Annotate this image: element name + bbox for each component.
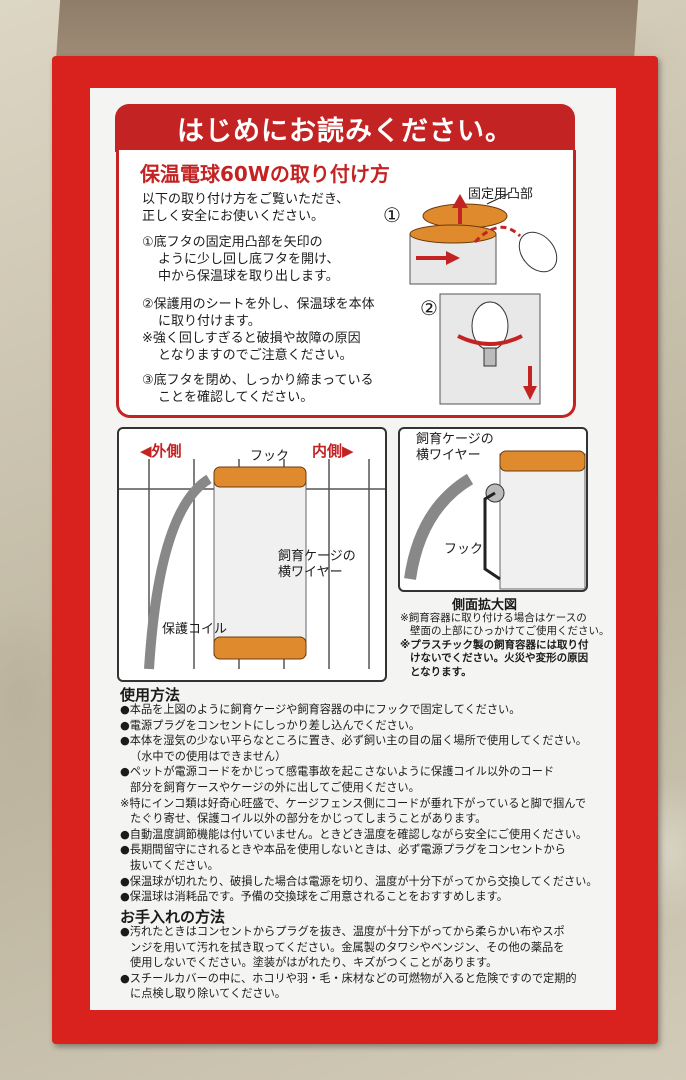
- side-view-notes: ※飼育容器に取り付ける場合はケースの 壁面の上部にひっかけてご使用ください。 ※…: [400, 612, 618, 679]
- usage-line: 部分を飼育ケースやケージの外に出してご使用ください。: [130, 780, 420, 794]
- diagram-number-2: ②: [420, 296, 438, 320]
- cage-wire-line: 横ワイヤー: [278, 565, 343, 580]
- intro-line: 正しく安全にお使いください。: [142, 209, 325, 224]
- usage-line: ●自動温度調節機能は付いていません。ときどき温度を確認しながら安全にご使用くださ…: [120, 827, 588, 841]
- side-wire-line: 横ワイヤー: [416, 448, 481, 463]
- step-line: ように少し回し底フタを開け、: [158, 252, 340, 267]
- bulb-install-diagram: [409, 193, 558, 405]
- usage-line: 抜いてください。: [130, 858, 219, 872]
- cage-wire-drawing: [119, 459, 385, 670]
- cage-wire-label: 飼育ケージの 横ワイヤー: [278, 549, 356, 581]
- usage-line: （水中での使用はできません）: [130, 749, 287, 763]
- side-wire-line: 飼育ケージの: [416, 432, 494, 447]
- usage-line: ●本品を上図のように飼育ケージや飼育容器の中にフックで固定してください。: [120, 703, 521, 716]
- care-line: 使用しないでください。塗装がはがれたり、キズがつくことがあります。: [130, 956, 498, 970]
- header-title: はじめにお読みください。: [177, 115, 513, 147]
- care-line: に点検し取り除いてください。: [130, 987, 286, 1001]
- diagram-number-1: ①: [383, 203, 401, 227]
- care-list: ●汚れたときはコンセントからプラグを抜き、温度が十分下がってから柔らかい布やスポ…: [120, 924, 606, 1002]
- step-line: ことを確認してください。: [158, 390, 314, 405]
- usage-line: ●保温球が切れたり、破損した場合は電源を切り、温度が十分下がってから交換してくだ…: [120, 874, 598, 888]
- hook-label: フック: [250, 449, 290, 464]
- box-flap: [55, 0, 639, 62]
- install-title: 保温電球60Wの取り付け方: [140, 162, 390, 186]
- step-line: 中から保温球を取り出します。: [158, 269, 339, 284]
- side-note-line: けないでください。火災や変形の原因: [410, 652, 589, 665]
- side-note-line: となります。: [410, 665, 472, 678]
- usage-line: ●ペットが電源コードをかじって感電事故を起こさないように保護コイル以外のコード: [120, 765, 555, 779]
- cage-wire-line: 飼育ケージの: [278, 549, 356, 564]
- caution-note: ※強く回しすぎると破損や故障の原因 となりますのでご注意ください。: [142, 330, 397, 364]
- usage-line: ●保温球は消耗品です。予備の交換球をご用意されることをおすすめします。: [120, 890, 508, 904]
- step-line: ③底フタを閉め、しっかり締まっている: [142, 373, 374, 388]
- care-title: お手入れの方法: [120, 908, 226, 926]
- step-line: ②保護用のシートを外し、保温球を本体: [142, 297, 375, 312]
- outside-label: ◀外側: [140, 442, 182, 460]
- side-note-line: ※プラスチック製の飼育容器には取り付: [400, 638, 589, 651]
- side-note-line: ※飼育容器に取り付ける場合はケースの: [400, 612, 587, 624]
- step-2: ②保護用のシートを外し、保温球を本体 に取り付けます。: [142, 296, 397, 330]
- usage-list: ●本品を上図のように飼育ケージや飼育容器の中にフックで固定してください。 ●電源…: [120, 702, 606, 905]
- side-hook-label: フック: [444, 542, 484, 557]
- side-note-line: 壁面の上部にひっかけてご使用ください。: [410, 625, 610, 638]
- step-line: ①底フタの固定用凸部を矢印の: [142, 235, 323, 250]
- care-line: ンジを用いて汚れを拭き取ってください。金属製のタワシやベンジン、その他の薬品を: [130, 940, 565, 954]
- step-3: ③底フタを閉め、しっかり締まっている ことを確認してください。: [142, 372, 397, 406]
- usage-line: ●電源プラグをコンセントにしっかり差し込んでください。: [120, 718, 421, 732]
- note-line: ※強く回しすぎると破損や故障の原因: [142, 331, 361, 346]
- care-line: ●汚れたときはコンセントからプラグを抜き、温度が十分下がってから柔らかい布やスポ: [120, 925, 565, 938]
- step-1: ①底フタの固定用凸部を矢印の ように少し回し底フタを開け、 中から保温球を取り出…: [142, 234, 397, 285]
- care-line: ●スチールカバーの中に、ホコリや羽・毛・床材などの可燃物が入ると危険ですので定期…: [120, 971, 577, 985]
- side-view-drawing: [404, 450, 586, 590]
- usage-line: ※特にインコ類は好奇心旺盛で、ケージフェンス側にコードが垂れ下がっていると脚で掴…: [120, 796, 587, 810]
- intro-line: 以下の取り付け方をご覧いただき、: [142, 192, 350, 207]
- coil-label: 保護コイル: [162, 622, 228, 637]
- usage-line: たぐり寄せ、保護コイル以外の部分をかじってしまうことがあります。: [130, 812, 487, 826]
- side-view-caption: 側面拡大図: [452, 598, 518, 613]
- usage-line: ●本体を湿気の少ない平らなところに置き、必ず飼い主の目の届く場所で使用してくださ…: [120, 734, 587, 748]
- usage-title: 使用方法: [120, 686, 181, 704]
- side-wire-label: 飼育ケージの 横ワイヤー: [416, 432, 494, 464]
- header-banner: はじめにお読みください。: [115, 104, 575, 152]
- install-intro: 以下の取り付け方をご覧いただき、 正しく安全にお使いください。: [142, 191, 382, 225]
- note-line: となりますのでご注意ください。: [158, 348, 353, 363]
- step-line: に取り付けます。: [158, 314, 261, 329]
- inside-label: 内側▶: [312, 442, 354, 460]
- fixing-tab-label: 固定用凸部: [468, 187, 534, 202]
- usage-line: ●長期間留守にされるときや本品を使用しないときは、必ず電源プラグをコンセントから: [120, 843, 566, 857]
